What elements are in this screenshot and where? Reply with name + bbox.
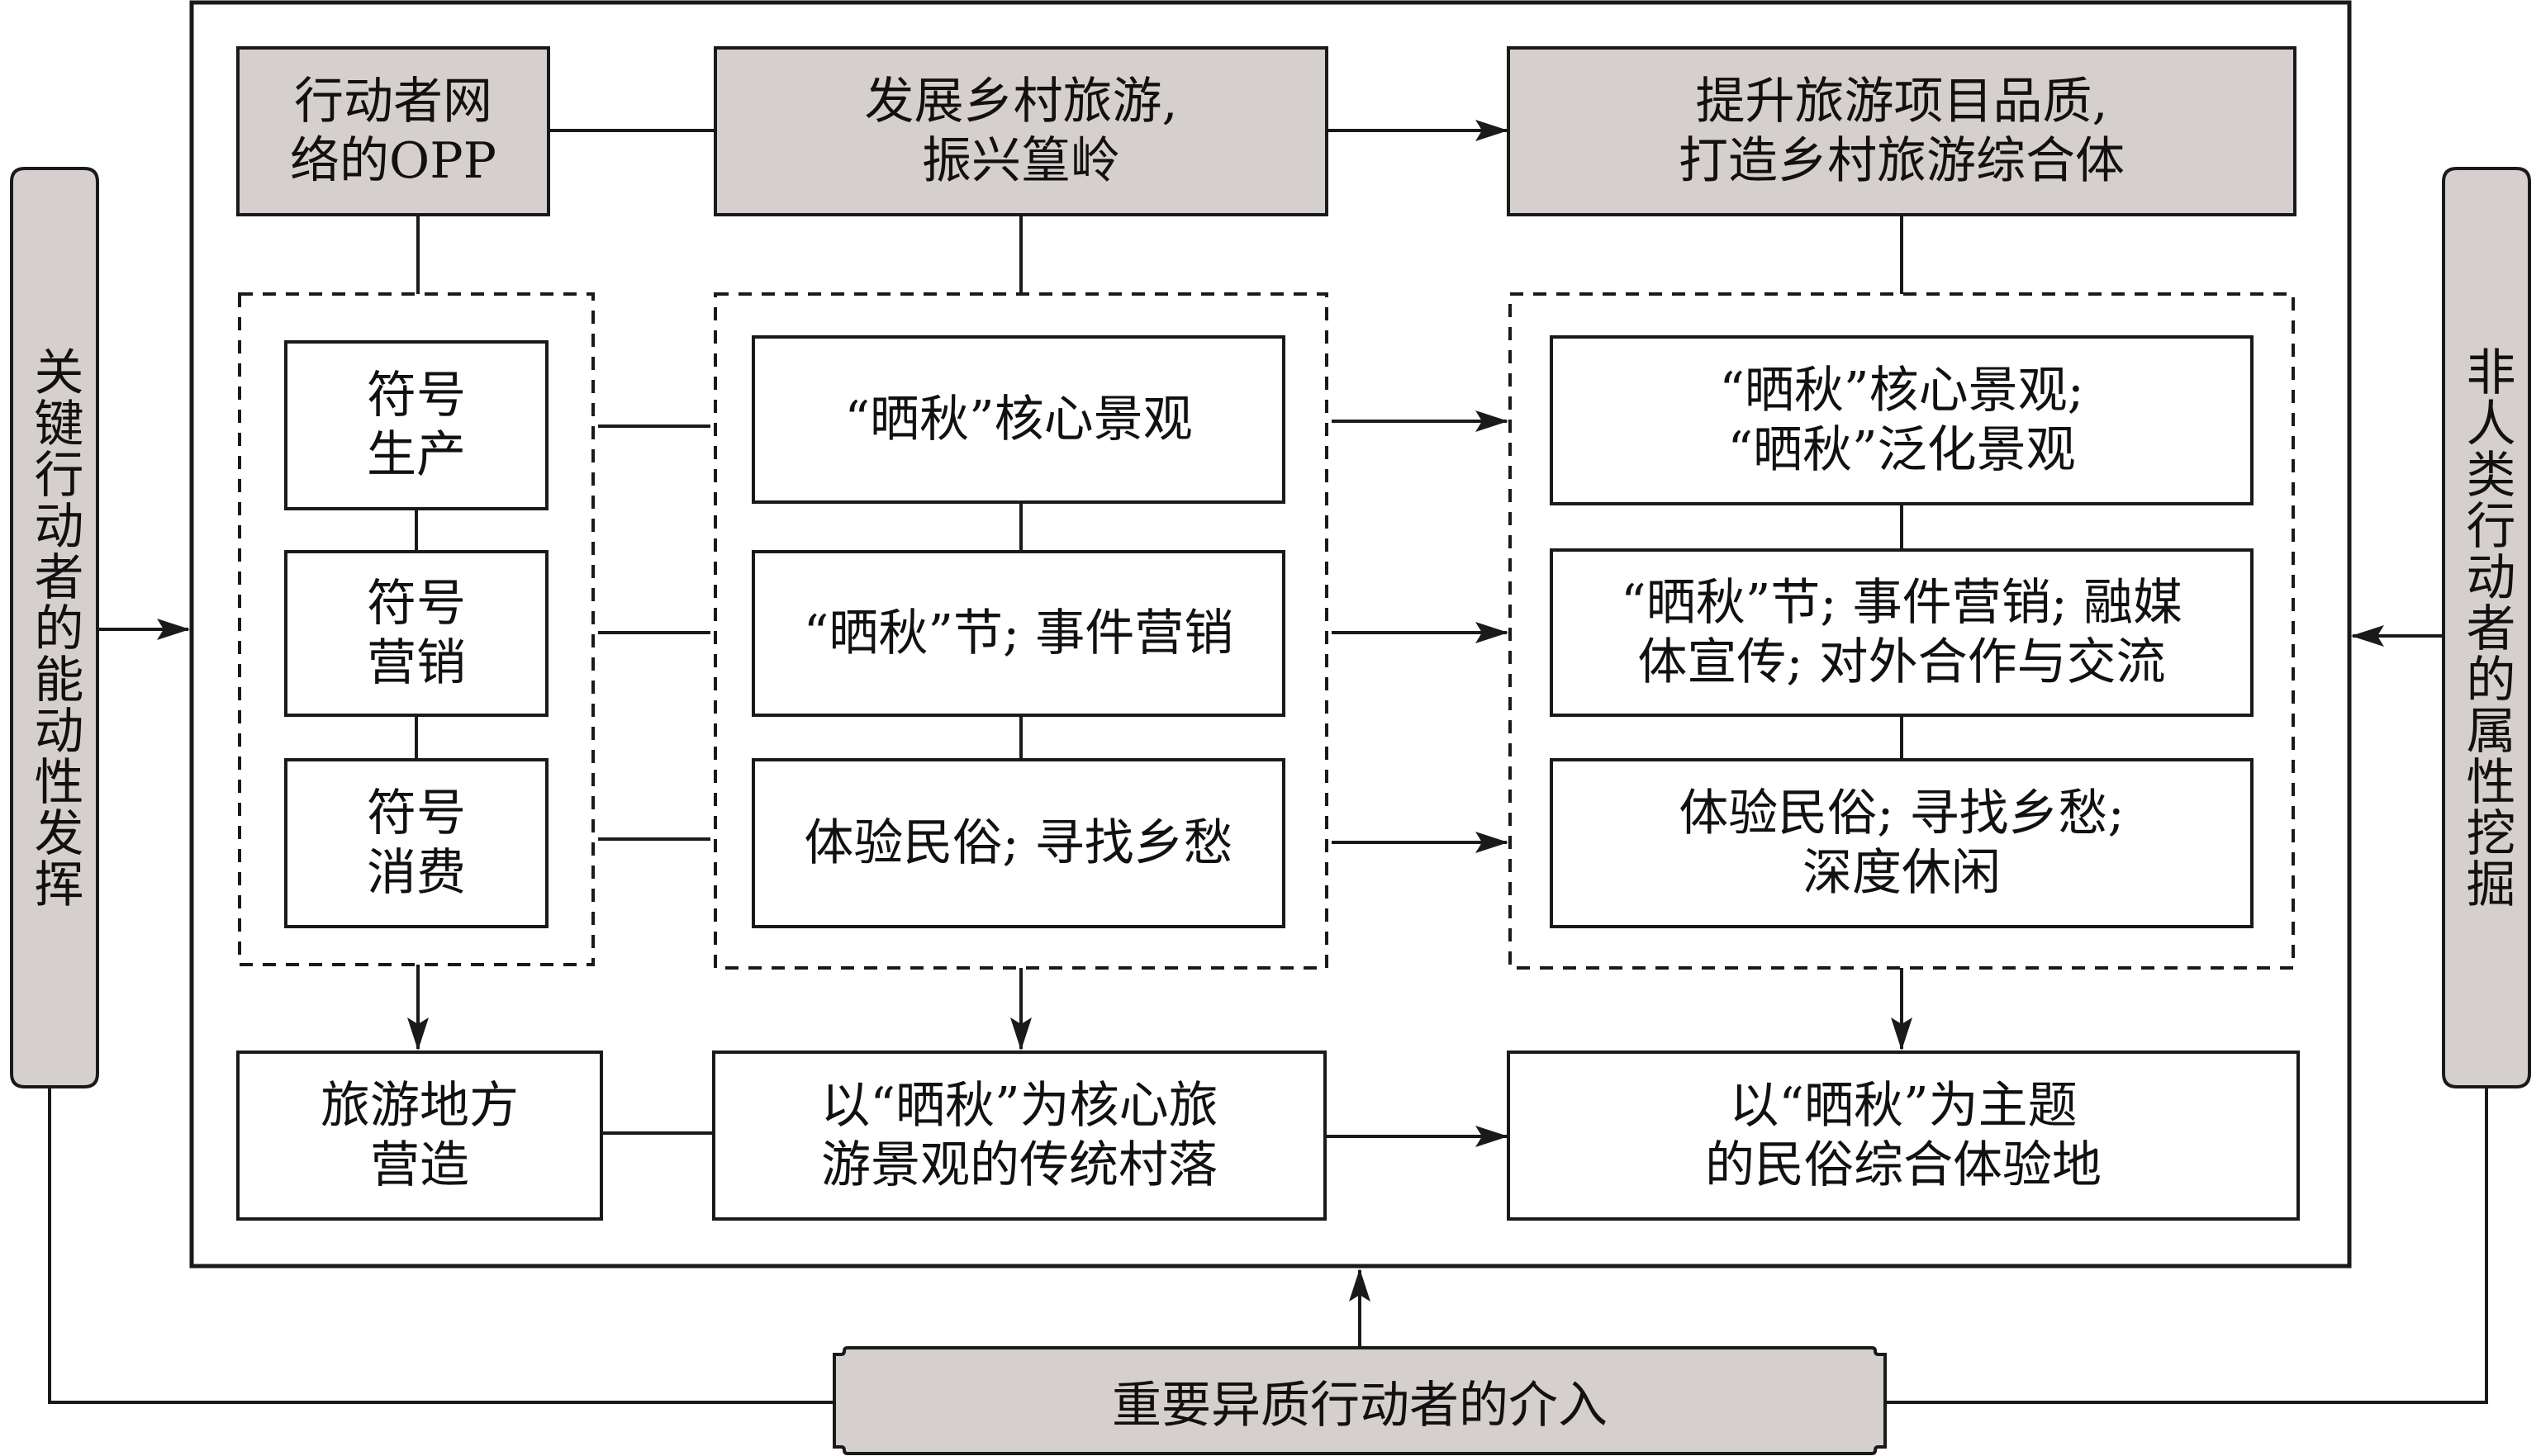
folk-experience-site-box: 以“晒秋”为主题 的民俗综合体验地 [1507,1051,2300,1221]
right-side-label: 非人类行动者的属性挖掘 [2458,346,2515,909]
left-side-label: 关键行动者的能动性发挥 [26,346,83,909]
right-group [1508,292,2295,970]
leisure-box: 体验民俗; 寻找乡愁; 深度休闲 [1550,758,2254,928]
opp-box: 行动者网 络的OPP [236,46,550,216]
bottom-loop-right [1885,1087,2488,1404]
folk-experience-box: 体验民俗; 寻找乡愁 [752,758,1285,928]
place-making-box: 旅游地方 营造 [236,1051,603,1221]
right-side-frame [2442,167,2531,1088]
symbol-production-box: 符号 生产 [284,340,549,510]
bottom-frame [833,1346,1887,1455]
upgrade-box: 提升旅游项目品质, 打造乡村旅游综合体 [1507,46,2296,216]
bottom-label: 重要异质行动者的介入 [1112,1376,1608,1435]
symbol-consumption-box: 符号 消费 [284,758,549,928]
symbol-marketing-box: 符号 营销 [284,550,549,717]
bottom-loop-left [48,1087,834,1404]
outer-frame [189,0,2352,1269]
core-landscape-box: “晒秋”核心景观 [752,335,1285,504]
develop-box: 发展乡村旅游, 振兴篁岭 [714,46,1328,216]
media-marketing-box: “晒秋”节; 事件营销; 融媒 体宣传; 对外合作与交流 [1550,548,2254,717]
festival-box: “晒秋”节; 事件营销 [752,550,1285,717]
left-side-frame [10,167,99,1088]
extended-landscape-box: “晒秋”核心景观; “晒秋”泛化景观 [1550,335,2254,505]
symbol-group [238,292,595,966]
traditional-village-box: 以“晒秋”为核心旅 游景观的传统村落 [712,1051,1327,1221]
